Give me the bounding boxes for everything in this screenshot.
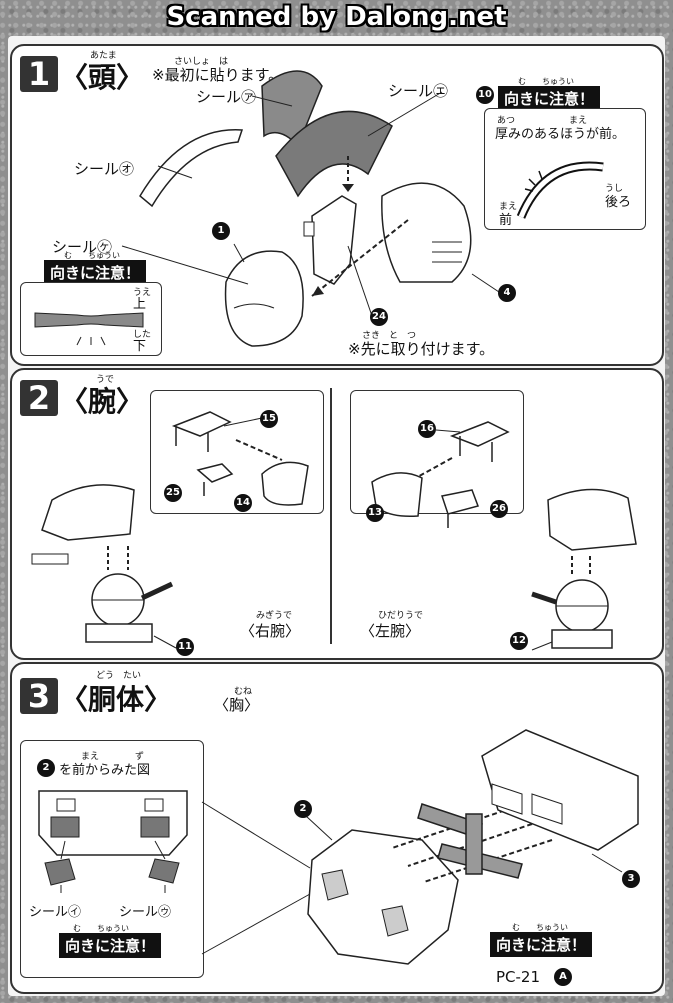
seal-ke-callout: うえ 上 した 下 — [20, 282, 162, 356]
seal-i-label: シール㋑ — [29, 905, 82, 920]
part-16: 16 — [418, 420, 436, 438]
step-title: 〈頭〉 — [60, 61, 145, 94]
top-label: 上 — [133, 297, 147, 312]
warn-orientation: 向きに注意！ — [59, 933, 162, 958]
torso-assembly-illustration — [201, 729, 639, 965]
title-ruby: どう たい — [96, 671, 142, 681]
page-mark: A — [554, 968, 572, 986]
note-ruby: さいしょ は — [174, 57, 229, 67]
warn-ruby: む ちゅうい — [73, 924, 129, 933]
right-arm-ruby: みぎうで — [256, 611, 293, 621]
front-view-ruby: まえ ず — [81, 752, 145, 762]
left-arm-label: 〈左腕〉 — [360, 622, 421, 640]
step-number: 2 — [20, 380, 58, 416]
orientation-callout: あつ まえ 厚みのあるほうが前。 うし 後ろ まえ 前 — [484, 108, 646, 230]
step-title: 〈腕〉 — [60, 385, 145, 418]
seal-o-label: シール㋔ — [74, 160, 135, 178]
back-ruby: うし — [605, 184, 624, 194]
part-3: 3 — [622, 870, 640, 888]
part-13: 13 — [366, 504, 384, 522]
scanner-credit: Scanned by Dalong.net — [166, 2, 507, 32]
left-arm-ruby: ひだりうで — [378, 611, 424, 621]
instruction-page: 1 あたま 〈頭〉 さいしょ は ※最初に貼ります。 シール㋐ シール㋓ シール… — [8, 36, 665, 996]
part-10: 10 — [476, 86, 494, 104]
seal-e-label: シール㋓ — [388, 82, 449, 100]
chest-ruby: むね — [234, 687, 253, 697]
chest-label: 〈胸〉 — [214, 696, 260, 714]
bottom-ruby: した — [133, 330, 152, 340]
part-12: 12 — [510, 632, 528, 650]
section-torso: 3 どう たい 〈胴体〉 むね 〈胸〉 2 まえ ず を前からみた図 シール — [10, 662, 664, 994]
attach-ruby: さき と つ — [362, 331, 417, 341]
section-arms: 2 うで 〈腕〉 — [10, 368, 664, 660]
warn-orientation-back: 向きに注意！ — [490, 932, 593, 957]
front-view-part: 2 — [37, 759, 55, 777]
thick-ruby: あつ まえ — [497, 116, 588, 126]
warn2-ruby: む ちゅうい — [512, 923, 568, 932]
bottom-label: 下 — [133, 339, 147, 354]
note-first: ※最初に貼ります。 — [152, 66, 284, 84]
seal-ke-shape — [34, 312, 144, 346]
seal-u-label: シール㋒ — [119, 905, 172, 920]
part-11: 11 — [176, 638, 194, 656]
note-attach-first: ※先に取り付けます。 — [348, 340, 495, 358]
arc-diagram — [516, 161, 604, 219]
part-1: 1 — [212, 222, 230, 240]
front-view-label: を前からみた図 — [59, 763, 151, 778]
step-number: 3 — [20, 678, 58, 714]
front-ruby: まえ — [499, 202, 518, 212]
thick-text: 厚みのあるほうが前。 — [495, 127, 626, 142]
front-view-callout: 2 まえ ず を前からみた図 シール㋑ シール㋒ む ちゅうい 向きに注意！ — [20, 740, 204, 978]
part-15: 15 — [260, 410, 278, 428]
title-ruby: うで — [96, 375, 115, 385]
warn-orientation-seal-ke: 向きに注意！ — [44, 260, 147, 285]
step-number: 1 — [20, 56, 58, 92]
top-ruby: うえ — [133, 288, 152, 298]
part-26: 26 — [490, 500, 508, 518]
step-title: 〈胴体〉 — [60, 683, 173, 716]
part-14: 14 — [234, 494, 252, 512]
section-head: 1 あたま 〈頭〉 さいしょ は ※最初に貼ります。 シール㋐ シール㋓ シール… — [10, 44, 664, 366]
part-4: 4 — [498, 284, 516, 302]
part-24: 24 — [370, 308, 388, 326]
part-2: 2 — [294, 800, 312, 818]
front-label: 前 — [499, 213, 513, 228]
head-assembly-illustration — [121, 70, 503, 347]
title-ruby: あたま — [90, 51, 117, 61]
chest-front-view — [38, 790, 188, 893]
part-25: 25 — [164, 484, 182, 502]
seal-a-label: シール㋐ — [196, 88, 257, 106]
arm-assembly-illustration — [31, 411, 637, 651]
back-label: 後ろ — [605, 195, 632, 210]
warn-ruby: む ちゅうい — [518, 77, 574, 86]
seal-ke-label: シール㋘ — [52, 238, 113, 256]
warn2-ruby: む ちゅうい — [64, 251, 120, 260]
page-code: PC-21 — [496, 968, 541, 986]
divider — [330, 388, 332, 644]
warn-orientation: 向きに注意！ — [498, 86, 601, 111]
right-arm-label: 〈右腕〉 — [240, 622, 301, 640]
